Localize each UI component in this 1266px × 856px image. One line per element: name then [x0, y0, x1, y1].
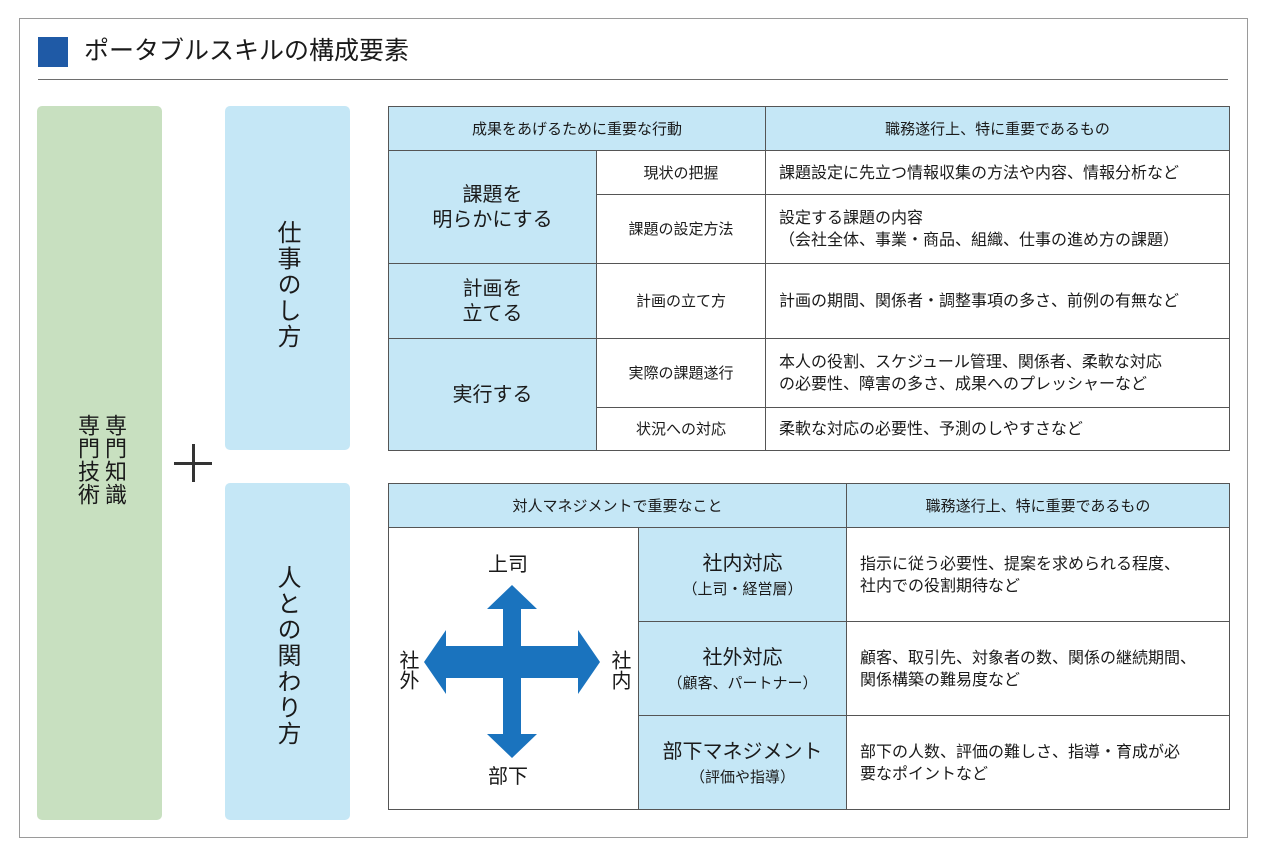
- specialized-skill-panel: [37, 106, 162, 820]
- relation-detail: 顧客、取引先、対象者の数、関係の継続期間、 関係構築の難易度など: [846, 621, 1231, 716]
- category-line: 課題を: [462, 182, 523, 206]
- category-execute: 実行する: [388, 338, 597, 451]
- detail-cell: 柔軟な対応の必要性、予測のしやすさなど: [765, 407, 1231, 451]
- category-line: 立てる: [462, 301, 523, 325]
- detail-line: （会社全体、事業・商品、組織、仕事の進め方の課題）: [779, 230, 1180, 249]
- detail-line: 指示に従う必要性、提案を求められる程度、: [860, 553, 1181, 573]
- plus-sign-vertical: [192, 444, 195, 482]
- detail-cell: 計画の期間、関係者・調整事項の多さ、前例の有無など: [765, 263, 1231, 339]
- interpersonal-label: 人との関わり方: [273, 565, 301, 747]
- detail-line: 関係構築の難易度など: [860, 669, 1021, 689]
- detail-cell: 本人の役割、スケジュール管理、関係者、柔軟な対応 の必要性、障害の多さ、成果への…: [765, 338, 1231, 408]
- category-clarify-issues: 課題を 明らかにする: [388, 150, 597, 264]
- detail-cell: 設定する課題の内容 （会社全体、事業・商品、組織、仕事の進め方の課題）: [765, 194, 1231, 264]
- action-cell: 現状の把握: [595, 150, 767, 195]
- relation-detail: 部下の人数、評価の難しさ、指導・育成が必 要なポイントなど: [846, 715, 1231, 810]
- relation-title: 社外対応: [702, 644, 783, 669]
- relation-category-internal: 社内対応 （上司・経営層）: [637, 527, 848, 622]
- detail-line: 本人の役割、スケジュール管理、関係者、柔軟な対応: [779, 352, 1162, 371]
- category-line: 明らかにする: [432, 207, 553, 231]
- relation-subtitle: （上司・経営層）: [682, 579, 803, 598]
- category-line: 計画を: [462, 276, 523, 300]
- relation-subtitle: （顧客、パートナー）: [667, 673, 818, 692]
- page-title: ポータブルスキルの構成要素: [84, 36, 410, 65]
- specialized-skill-label: 専門知識 専門技術: [73, 414, 127, 506]
- specialized-knowledge-text: 専門知識: [101, 414, 126, 506]
- detail-line: 要なポイントなど: [860, 763, 989, 783]
- category-make-plan: 計画を 立てる: [388, 263, 597, 339]
- people-table-header-management: 対人マネジメントで重要なこと: [387, 483, 848, 528]
- relation-title: 部下マネジメント: [662, 738, 823, 763]
- action-cell: 状況への対応: [595, 407, 767, 451]
- relation-detail: 指示に従う必要性、提案を求められる程度、 社内での役割期待など: [846, 527, 1231, 622]
- work-style-label: 仕事のし方: [273, 220, 301, 350]
- work-style-panel: [225, 106, 350, 450]
- cross-label-boss: 上司: [488, 552, 528, 576]
- work-table-header-action: 成果をあげるために重要な行動: [387, 106, 767, 151]
- relation-category-external: 社外対応 （顧客、パートナー）: [637, 621, 848, 716]
- specialized-technique-text: 専門技術: [74, 414, 99, 506]
- title-divider: [38, 79, 1228, 80]
- detail-line: 顧客、取引先、対象者の数、関係の継続期間、: [860, 647, 1197, 667]
- cross-label-external: 社外: [396, 650, 420, 690]
- detail-line: 社内での役割期待など: [860, 575, 1021, 595]
- interpersonal-panel: [225, 483, 350, 820]
- detail-line: 部下の人数、評価の難しさ、指導・育成が必: [860, 741, 1181, 761]
- people-table-header-important: 職務遂行上、特に重要であるもの: [846, 483, 1231, 528]
- title-marker: [38, 37, 68, 67]
- action-cell: 実際の課題遂行: [595, 338, 767, 408]
- interpersonal-table: 対人マネジメントで重要なこと 職務遂行上、特に重要であるもの 社内対応 （上司・…: [387, 483, 1231, 810]
- relation-category-subordinate: 部下マネジメント （評価や指導）: [637, 715, 848, 810]
- detail-line: 設定する課題の内容: [779, 208, 924, 227]
- detail-cell: 課題設定に先立つ情報収集の方法や内容、情報分析など: [765, 150, 1231, 195]
- cross-label-subordinate: 部下: [488, 764, 528, 788]
- work-style-table: 成果をあげるために重要な行動 職務遂行上、特に重要であるもの 課題を 明らかにす…: [387, 106, 1231, 451]
- work-table-header-important: 職務遂行上、特に重要であるもの: [765, 106, 1231, 151]
- detail-line: の必要性、障害の多さ、成果へのプレッシャーなど: [779, 374, 1148, 393]
- cross-label-internal: 社内: [608, 650, 632, 690]
- action-cell: 課題の設定方法: [595, 194, 767, 264]
- relation-subtitle: （評価や指導）: [690, 767, 796, 786]
- relation-title: 社内対応: [702, 550, 783, 575]
- action-cell: 計画の立て方: [595, 263, 767, 339]
